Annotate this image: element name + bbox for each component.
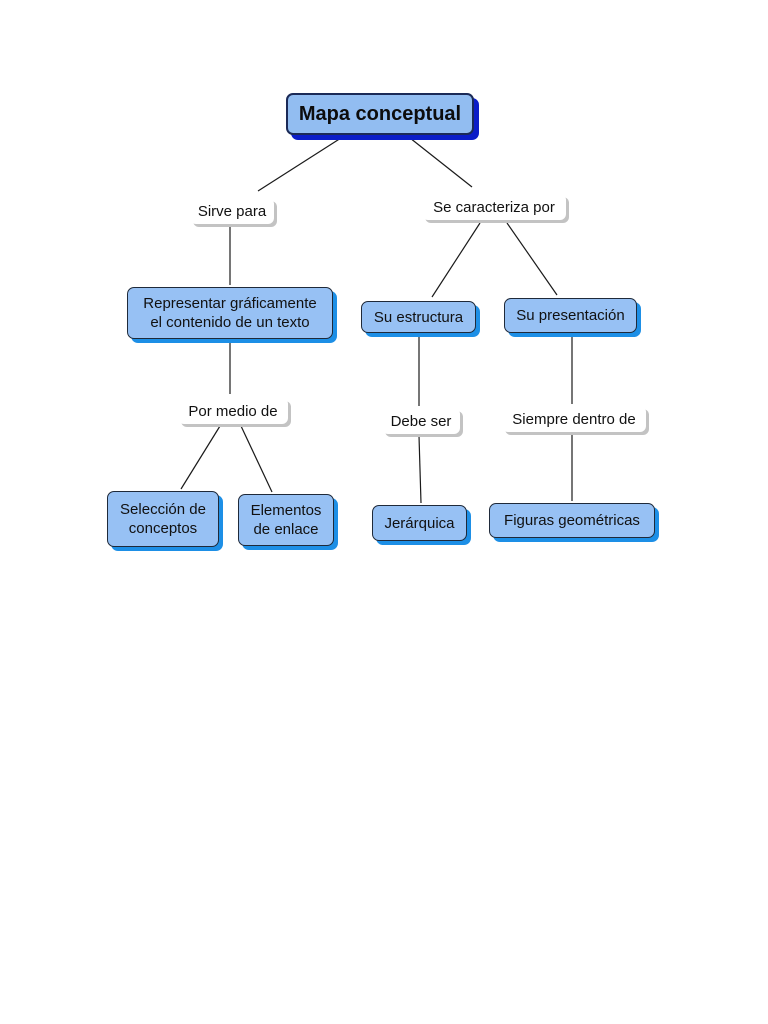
link-sirve-para: Sirve para — [190, 198, 274, 224]
concept-su-estructura: Su estructura — [361, 301, 476, 333]
connector-se-caracteriza-to-estructura — [431, 222, 481, 298]
connector-debe-ser-to-jerarquica — [418, 435, 422, 504]
connector-root-to-sirve-para — [257, 137, 342, 192]
concept-mapa-conceptual: Mapa conceptual — [286, 93, 474, 135]
concept-representar-graficamente: Representar gráficamente el contenido de… — [127, 287, 333, 339]
concept-jerarquica: Jerárquica — [372, 505, 467, 541]
concept-su-presentacion: Su presentación — [504, 298, 637, 333]
connector-root-to-se-caracteriza — [409, 137, 473, 188]
concept-elementos-de-enlace: Elementos de enlace — [238, 494, 334, 546]
connector-por-medio-to-seleccion — [180, 425, 221, 490]
link-por-medio-de: Por medio de — [178, 398, 288, 424]
link-debe-ser: Debe ser — [382, 408, 460, 434]
link-se-caracteriza-por: Se caracteriza por — [422, 194, 566, 220]
connector-por-medio-to-elementos — [240, 425, 273, 493]
link-siempre-dentro-de: Siempre dentro de — [502, 406, 646, 432]
connector-se-caracteriza-to-presentacion — [506, 222, 558, 296]
concept-seleccion-de-conceptos: Selección de conceptos — [107, 491, 219, 547]
concept-figuras-geometricas: Figuras geométricas — [489, 503, 655, 538]
